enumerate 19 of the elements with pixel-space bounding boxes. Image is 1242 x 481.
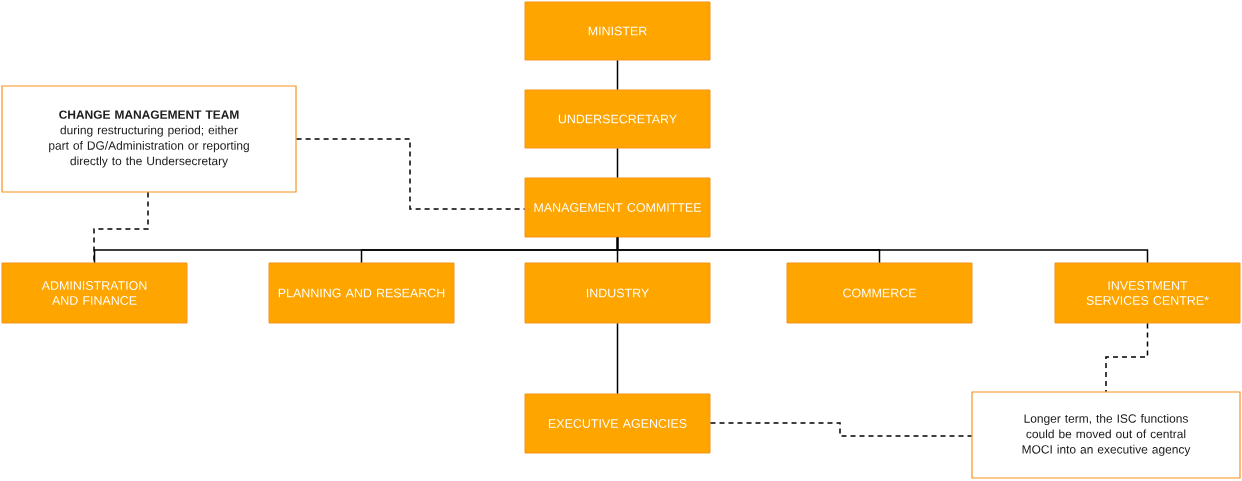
org-box: ADMINISTRATION AND FINANCE — [1, 262, 188, 324]
connector-line — [295, 138, 526, 210]
connector-line — [709, 422, 973, 437]
org-box: PLANNING AND RESEARCH — [268, 262, 455, 324]
connector-line — [616, 322, 619, 395]
org-box: MINISTER — [524, 1, 711, 61]
connector-line — [616, 59, 619, 91]
connector-line — [1105, 322, 1149, 393]
org-box: COMMERCE — [786, 262, 973, 324]
connector-line — [616, 147, 619, 179]
connector-line — [93, 191, 149, 264]
note-box: CHANGE MANAGEMENT TEAM during restructuring period; either part of DG/Administration or reporting directly to the Undersecretary — [1, 85, 297, 193]
org-box: INVESTMENT SERVICES CENTRE* — [1054, 262, 1241, 324]
org-box: INDUSTRY — [524, 262, 711, 324]
org-box: EXECUTIVE AGENCIES — [524, 393, 711, 454]
org-box: UNDERSECRETARY — [524, 89, 711, 149]
connector-line — [616, 236, 1149, 264]
note-box: Longer term, the ISC functions could be moved out of central MOCI into an executive agency — [971, 391, 1241, 479]
org-box: MANAGEMENT COMMITTEE — [524, 177, 711, 238]
